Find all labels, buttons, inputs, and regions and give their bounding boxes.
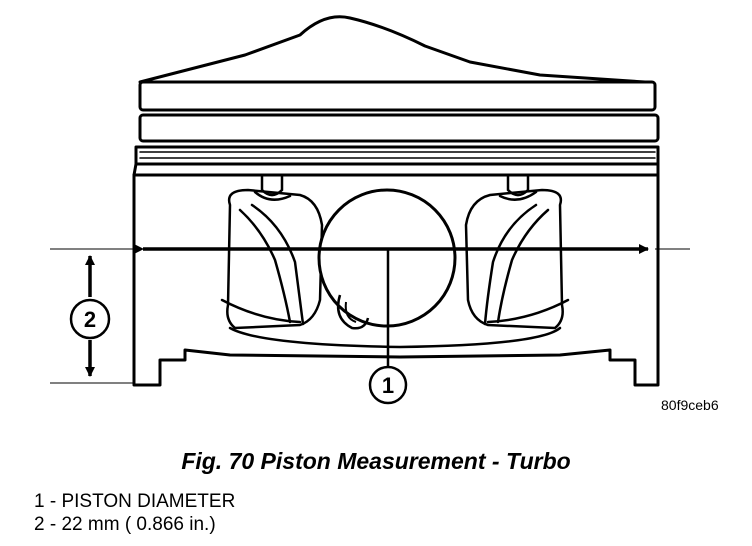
piston-skirt: [132, 173, 660, 387]
ring-groove-2: [134, 145, 660, 166]
right-boss: [464, 188, 564, 330]
legend: 1 - PISTON DIAMETER 2 - 22 mm ( 0.866 in…: [34, 490, 235, 536]
ring-groove-1: [138, 113, 660, 143]
callout-1: 1: [368, 365, 408, 405]
legend-item: 2 - 22 mm ( 0.866 in.): [34, 514, 216, 535]
piston-diagram: 1 2: [50, 15, 690, 405]
left-boss: [226, 188, 324, 330]
piston-crown: [138, 15, 647, 84]
legend-item: 1 - PISTON DIAMETER: [34, 491, 236, 512]
callout-2-label: 2: [84, 307, 96, 332]
figure-caption: Fig. 70 Piston Measurement - Turbo: [181, 448, 571, 474]
figure-id: 80f9ceb6: [661, 397, 719, 413]
callout-2: 2: [69, 298, 111, 340]
piston-top-land: [138, 80, 657, 112]
callout-1-label: 1: [382, 373, 394, 398]
